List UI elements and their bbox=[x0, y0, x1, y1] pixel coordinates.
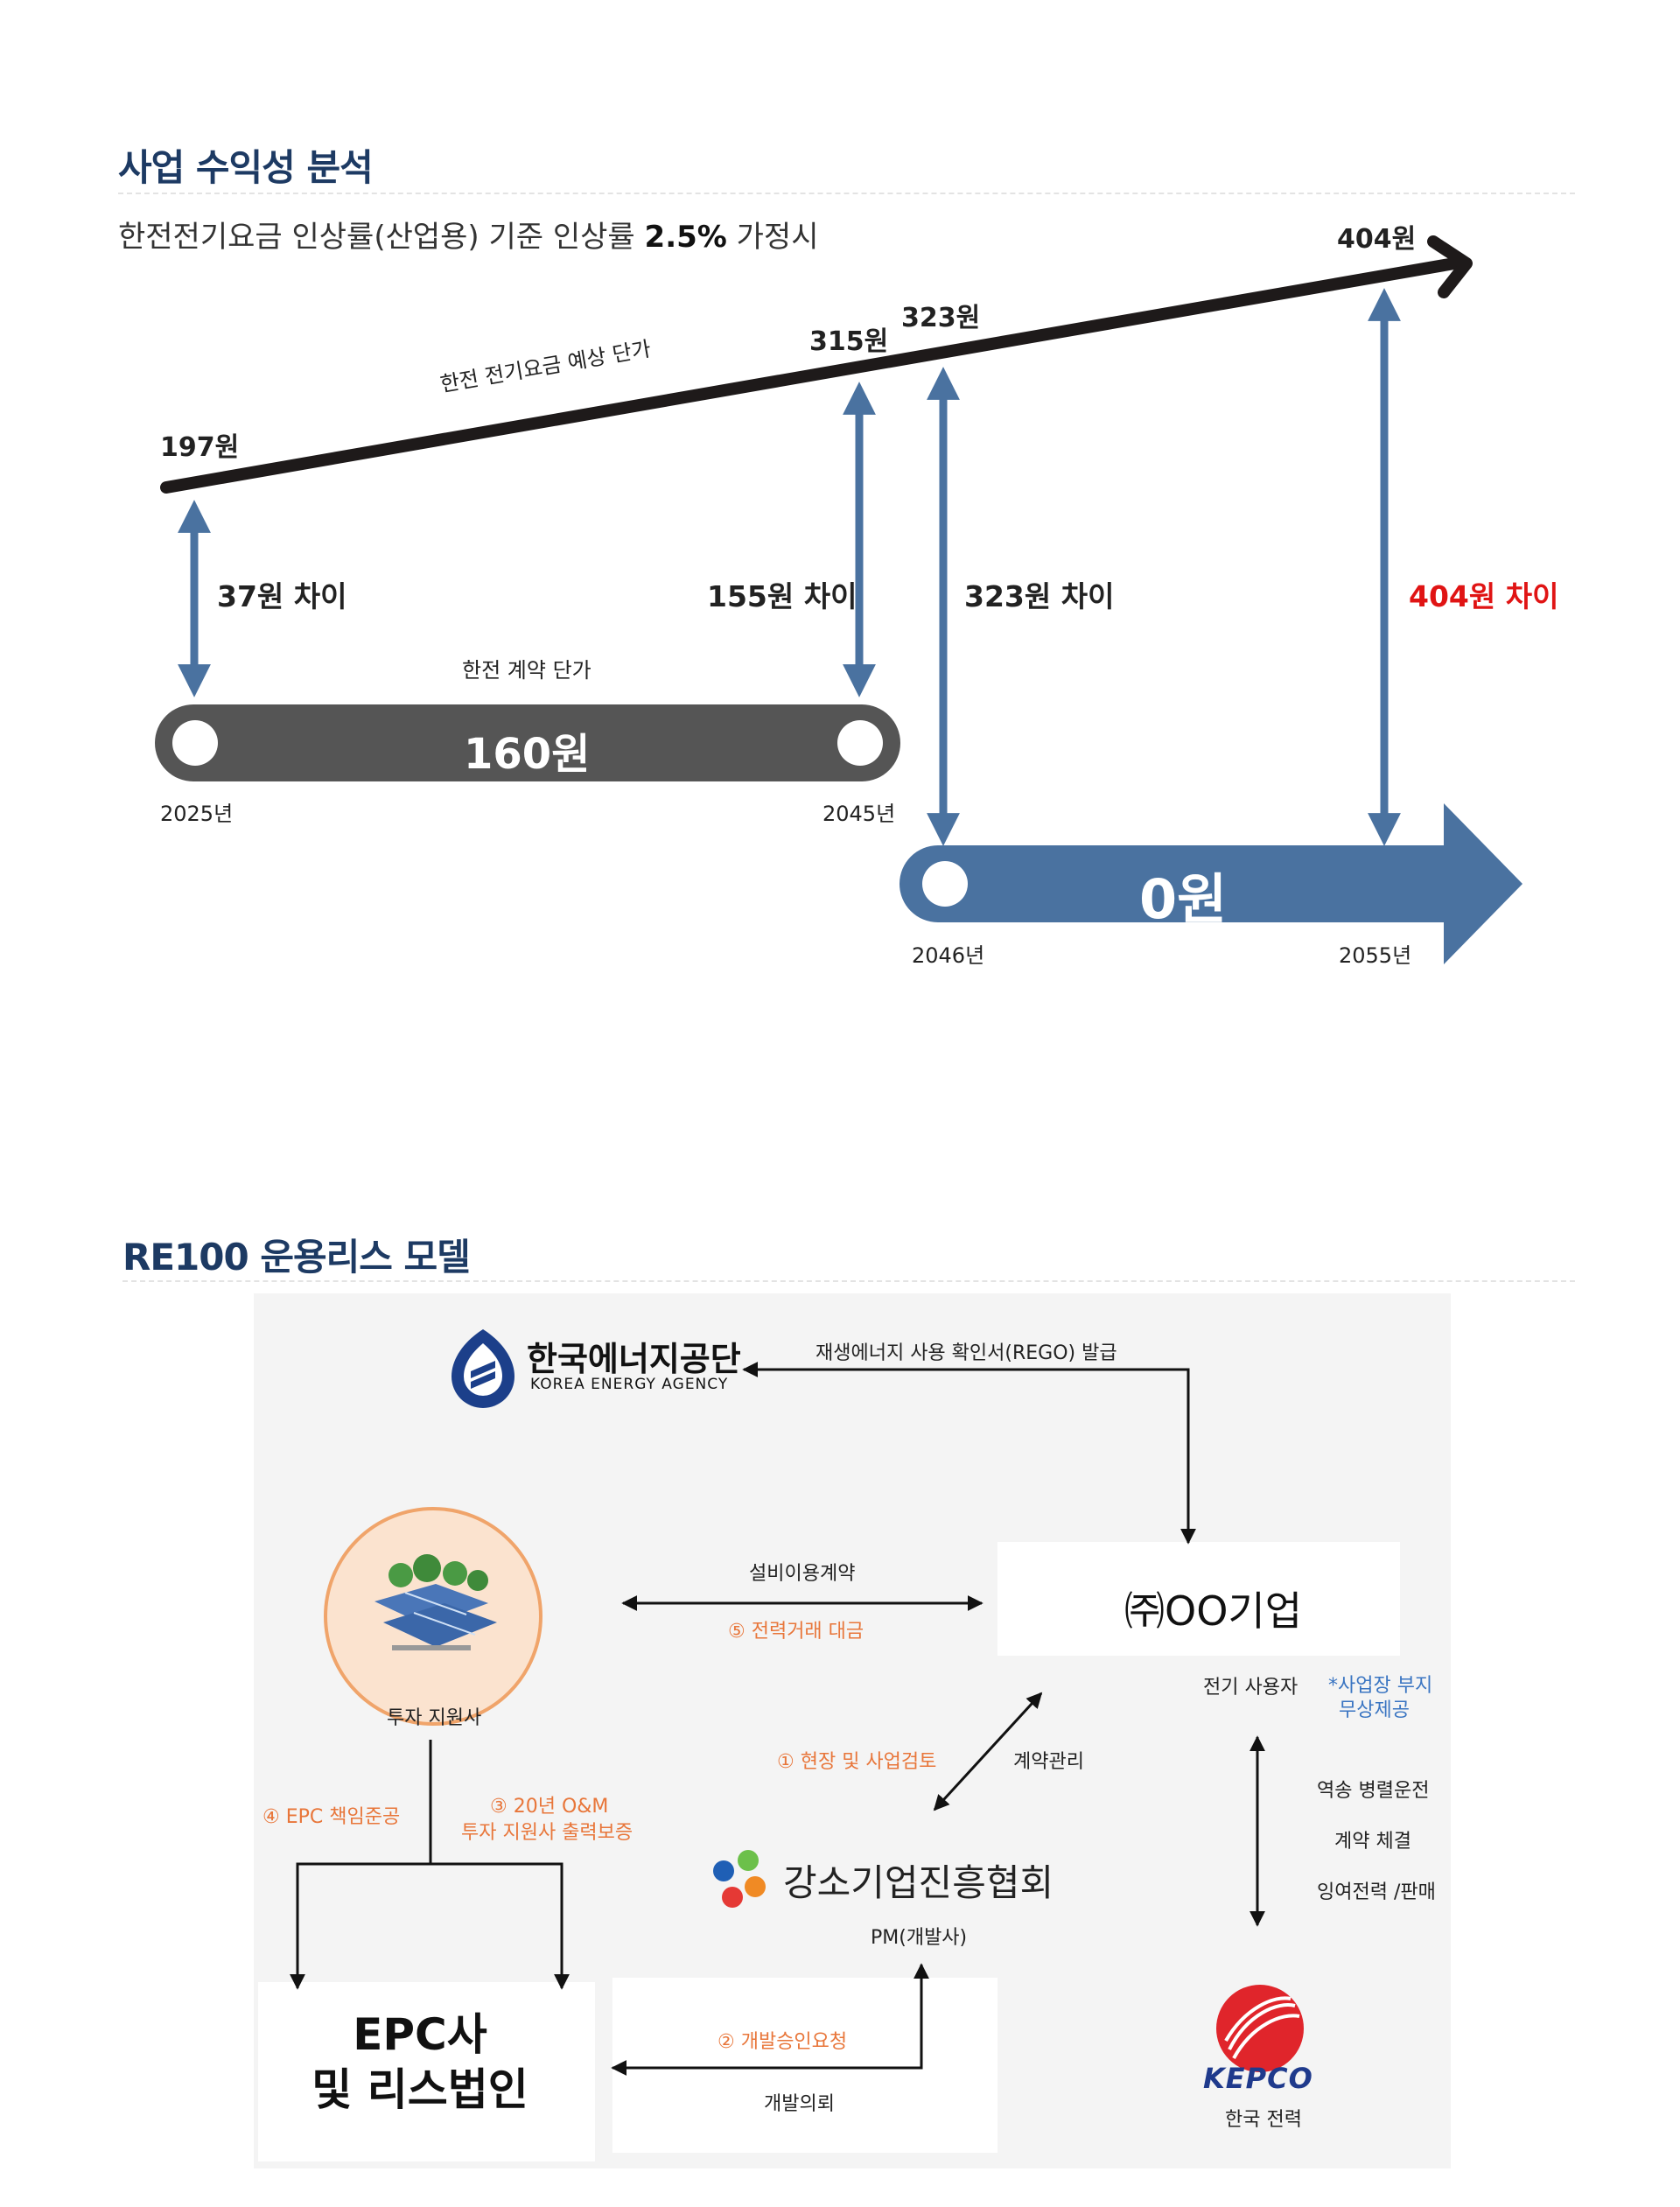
investor-label: 투자 지원사 bbox=[387, 1702, 481, 1730]
contract-mgmt-label: 계약관리 bbox=[1013, 1746, 1084, 1774]
investor-branch-right bbox=[430, 1864, 562, 1988]
step4-label: ④ EPC 책임준공 bbox=[262, 1801, 400, 1829]
step2-label: ② 개발승인요청 bbox=[718, 2026, 847, 2054]
investor-branch-left bbox=[298, 1864, 430, 1988]
facility-contract-label: 설비이용계약 bbox=[749, 1558, 855, 1586]
association-logo-icon bbox=[704, 1845, 774, 1915]
step3-label-1: ③ 20년 O&M bbox=[490, 1790, 608, 1818]
step5-label: ⑤ 전력거래 대금 bbox=[728, 1615, 864, 1643]
step3-label-2: 투자 지원사 출력보증 bbox=[461, 1817, 633, 1845]
reverse-label-2: 계약 체결 bbox=[1334, 1825, 1411, 1853]
kea-english: KOREA ENERGY AGENCY bbox=[530, 1376, 728, 1393]
kea-name: 한국에너지공단 bbox=[527, 1332, 741, 1380]
reverse-label-1: 역송 병렬운전 bbox=[1317, 1775, 1429, 1803]
epc-label-1: EPC사 bbox=[315, 2000, 525, 2063]
free-site-label-2: 무상제공 bbox=[1339, 1694, 1410, 1722]
rego-arrow bbox=[744, 1370, 1188, 1543]
electric-user-label: 전기 사용자 bbox=[1203, 1671, 1298, 1699]
kea-logo-icon bbox=[448, 1326, 518, 1410]
rego-label: 재생에너지 사용 확인서(REGO) 발급 bbox=[816, 1337, 1117, 1365]
company-name: ㈜OO기업 bbox=[1124, 1580, 1302, 1637]
association-name: 강소기업진흥협회 bbox=[783, 1853, 1054, 1907]
dev-request-label: 개발의뢰 bbox=[764, 2088, 835, 2116]
kepco-logo-text: KEPCO bbox=[1203, 2062, 1313, 2095]
epc-label-2: 및 리스법인 bbox=[293, 2055, 547, 2118]
solar-panel-icon bbox=[357, 1549, 506, 1663]
step1-label: ① 현장 및 사업검토 bbox=[777, 1746, 936, 1774]
pm-label: PM(개발사) bbox=[871, 1922, 967, 1950]
kepco-label: 한국 전력 bbox=[1225, 2104, 1302, 2132]
reverse-label-3: 잉여전력 /판매 bbox=[1317, 1876, 1436, 1904]
